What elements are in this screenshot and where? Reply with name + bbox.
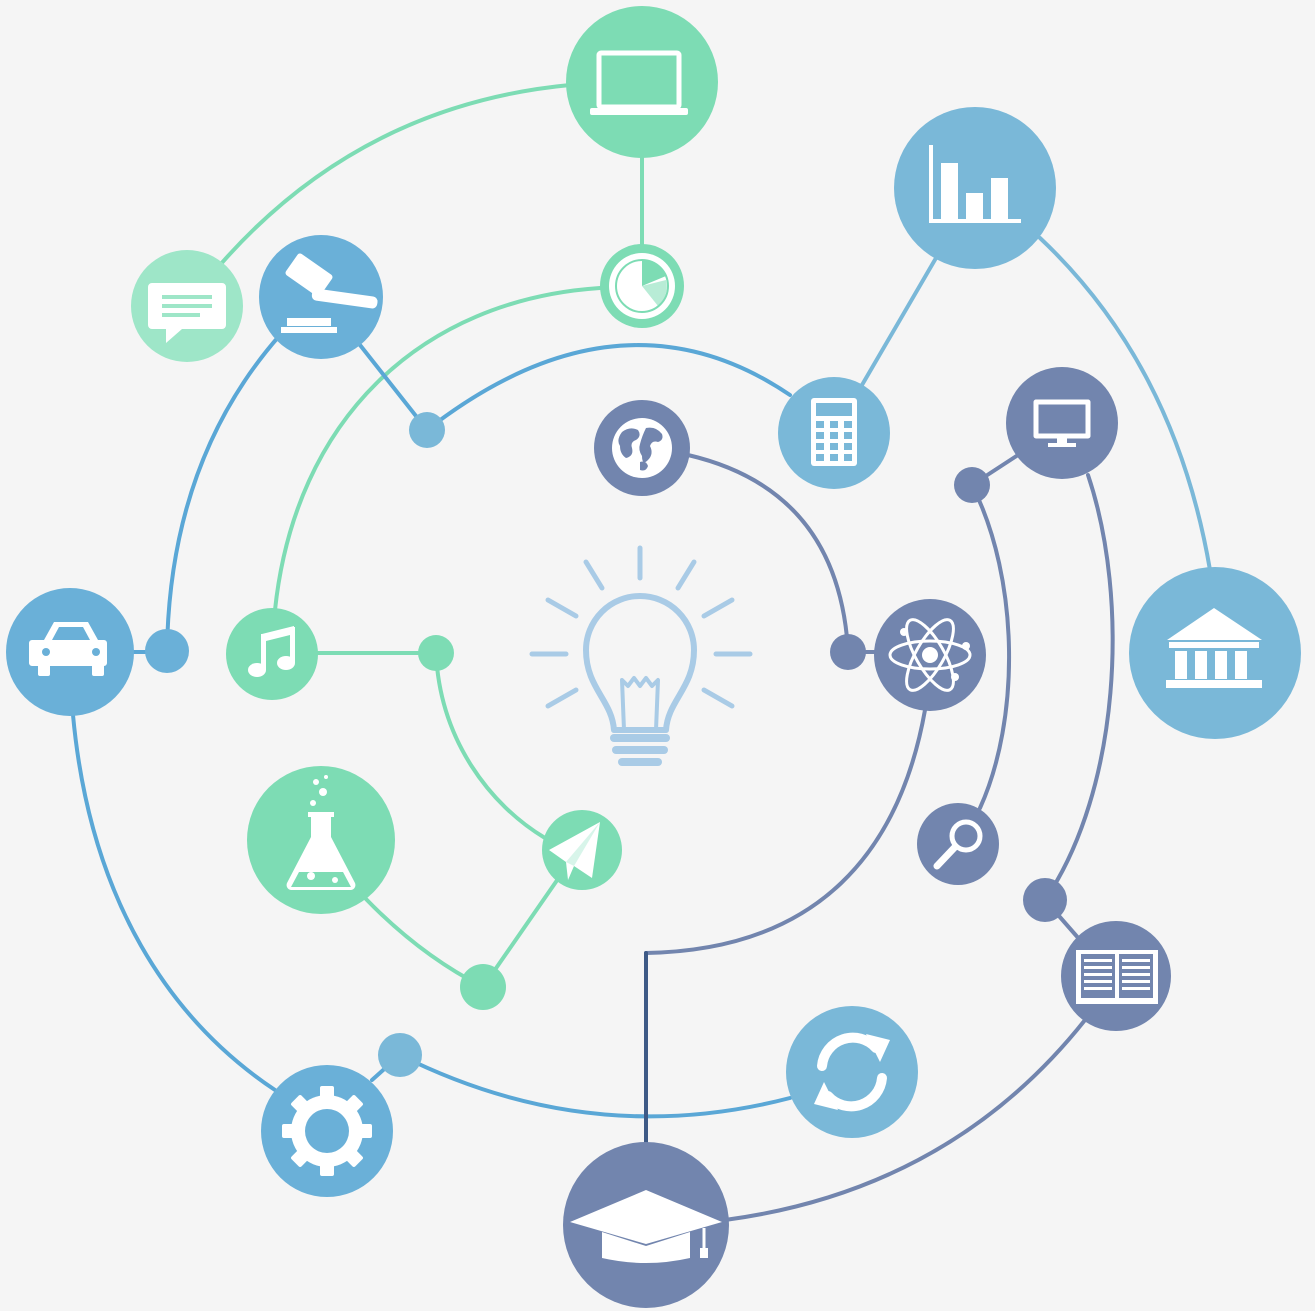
globe-icon bbox=[618, 427, 663, 471]
music-note-icon bbox=[248, 626, 295, 677]
calculator-node[interactable] bbox=[778, 377, 890, 489]
gavel-icon bbox=[281, 253, 378, 333]
laptop-node[interactable] bbox=[566, 6, 718, 158]
book-node[interactable] bbox=[1061, 921, 1171, 1031]
connector-barchart-bank bbox=[1038, 236, 1212, 572]
graduation-cap-icon bbox=[570, 1190, 722, 1263]
junction-dot bbox=[830, 634, 866, 670]
bar-chart-icon bbox=[929, 145, 1021, 223]
flask-icon bbox=[286, 775, 356, 890]
magnifier-icon bbox=[933, 819, 983, 870]
connector-dot-plane bbox=[434, 651, 547, 840]
car-node[interactable] bbox=[6, 588, 134, 716]
connector-gavel-dot bbox=[358, 343, 429, 432]
junction-dot bbox=[460, 964, 506, 1010]
laptop-icon bbox=[590, 50, 688, 115]
connector-dot-refresh bbox=[398, 1053, 792, 1119]
gear-icon bbox=[282, 1086, 372, 1176]
atom-node[interactable] bbox=[874, 599, 986, 711]
book-icon bbox=[1076, 950, 1158, 1004]
monitor-node[interactable] bbox=[1006, 367, 1118, 479]
junction-dot bbox=[145, 629, 189, 673]
lightbulb-icon bbox=[529, 545, 753, 766]
pie-chart-icon bbox=[615, 259, 669, 313]
connector-book-cap bbox=[723, 1018, 1087, 1222]
refresh-node[interactable] bbox=[786, 1006, 918, 1138]
paper-plane-icon bbox=[549, 822, 600, 880]
connector-gavel-cardot bbox=[165, 333, 282, 652]
chat-node[interactable] bbox=[131, 250, 243, 362]
flask-node[interactable] bbox=[247, 766, 395, 914]
connector-car-gear bbox=[71, 713, 277, 1092]
bank-icon bbox=[1166, 608, 1262, 688]
pie-chart-node[interactable] bbox=[600, 244, 684, 328]
connector-lines bbox=[71, 83, 1212, 1222]
connector-calculator-barchart bbox=[860, 256, 938, 387]
globe-node[interactable] bbox=[594, 400, 690, 496]
connector-chat-laptop bbox=[218, 83, 572, 267]
music-node[interactable] bbox=[226, 608, 318, 700]
connector-atom-cap bbox=[644, 708, 927, 955]
car-icon bbox=[29, 622, 107, 676]
junction-dot bbox=[1023, 878, 1067, 922]
connector-dot-calculator bbox=[425, 343, 792, 432]
junction-dots bbox=[145, 412, 1067, 1077]
connector-dot-magnifier bbox=[970, 483, 1012, 810]
connector-monitor-outer bbox=[1043, 473, 1115, 902]
refresh-icon bbox=[814, 1032, 890, 1112]
bank-node[interactable] bbox=[1129, 567, 1301, 739]
magnifier-node[interactable] bbox=[917, 803, 999, 885]
bar-chart-node[interactable] bbox=[894, 107, 1056, 269]
gear-node[interactable] bbox=[261, 1065, 393, 1197]
junction-dot bbox=[409, 412, 445, 448]
paper-plane-node[interactable] bbox=[542, 810, 622, 890]
calculator-icon bbox=[811, 398, 857, 466]
graduation-cap-node[interactable] bbox=[563, 1142, 729, 1308]
connector-globe-atom bbox=[686, 453, 850, 652]
connector-pie-music bbox=[273, 286, 602, 612]
atom-icon bbox=[888, 618, 972, 692]
junction-dot bbox=[378, 1033, 422, 1077]
chat-bubble-icon bbox=[148, 283, 226, 343]
monitor-icon bbox=[1033, 399, 1091, 447]
gavel-node[interactable] bbox=[259, 235, 383, 359]
junction-dot bbox=[954, 467, 990, 503]
junction-dot bbox=[418, 635, 454, 671]
